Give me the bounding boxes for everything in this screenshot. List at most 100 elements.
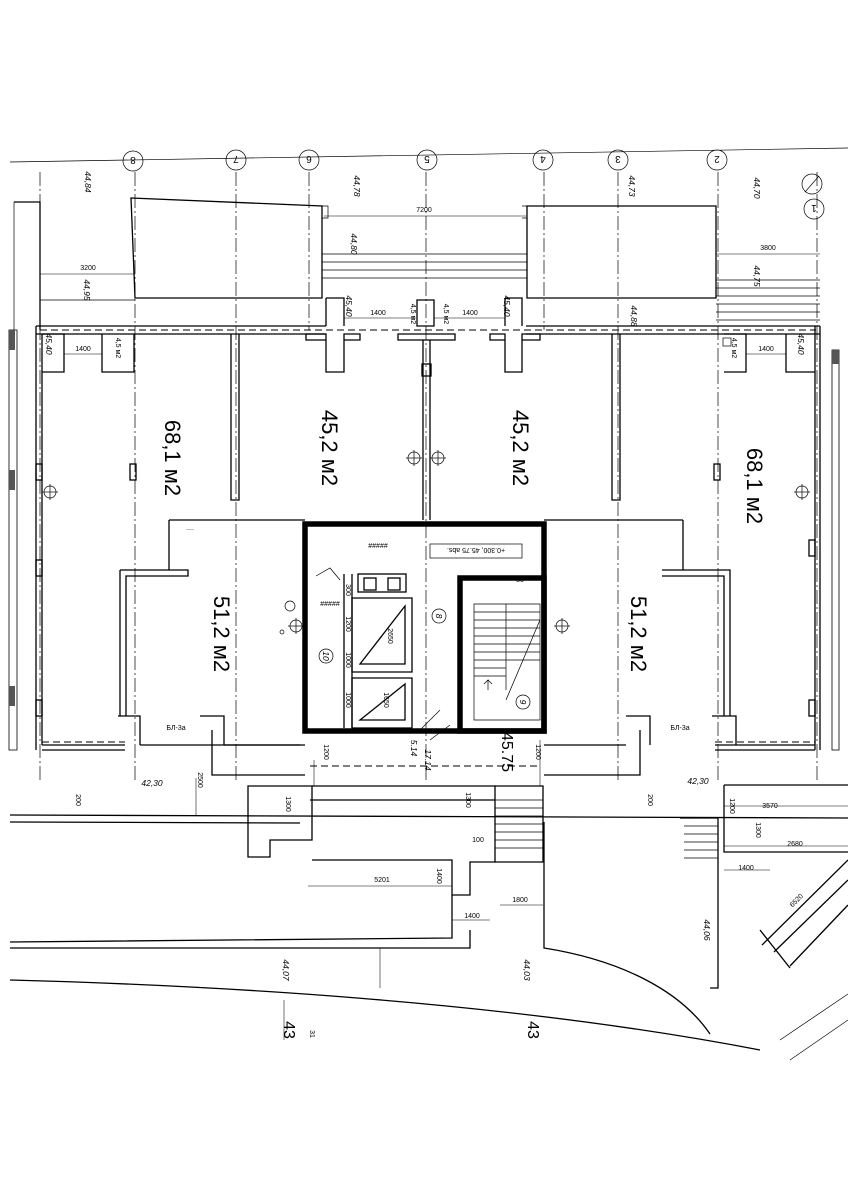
dim-text: 1650 [382, 692, 389, 708]
axis-label-8: 8 [130, 154, 136, 165]
columns [42, 297, 815, 520]
hatch-mark: ##### [368, 543, 388, 550]
area-label-apt-6: 51,2 м2 [626, 596, 651, 672]
level-mark: 44,07 [281, 959, 291, 981]
dim-text: 200 [74, 794, 81, 806]
room-number-9: 9 [518, 700, 528, 705]
dim-text: 80 [516, 577, 524, 584]
axis-bubble-1 [803, 198, 825, 220]
level-mark: 45,40 [344, 295, 354, 317]
area-mark-balcony: 4,5 м2 [114, 338, 121, 358]
section-marker [801, 173, 823, 195]
axis-bubble-6 [298, 149, 320, 171]
dim-text: 1200 [322, 744, 329, 760]
level-mark: 44,95 [82, 279, 92, 301]
dim-text: 1400 [738, 865, 754, 872]
area-label-apt-4: 68,1 м2 [742, 448, 767, 524]
block-mark: БЛ-3а [670, 725, 689, 732]
dim-text: 200 [646, 794, 653, 806]
dim-text: 1200 [534, 744, 541, 760]
level-mark: 44,78 [352, 175, 362, 197]
hatch-mark: .... [186, 525, 194, 532]
level-mark: 44,73 [627, 175, 637, 197]
dim-text: 1200 [344, 616, 351, 632]
dim-text: 1000 [344, 692, 351, 708]
level-mark: 42,30 [687, 776, 709, 786]
level-mark: 42,30 [141, 778, 163, 788]
area-mark-balcony: 4,5 м2 [730, 338, 737, 358]
dim-text: 3200 [80, 265, 96, 272]
level-mark: 17.14 [423, 749, 433, 771]
level-marks: 44,84 44,78 44,73 44,70 44,80 44,95 44,7… [44, 171, 806, 981]
axis-label-5: 5 [424, 153, 430, 164]
dim-text: 1000 [344, 652, 351, 668]
dim-text: 5201 [374, 877, 390, 884]
partitions [35, 463, 816, 776]
axis-label-6: 6 [306, 153, 312, 164]
dimension-text: 7200 3200 3800 1400 1400 1400 1400 5201 … [74, 207, 805, 920]
dim-text: 1400 [462, 310, 478, 317]
dim-text: 2650 [386, 628, 393, 644]
axis-bubble-3 [607, 149, 629, 171]
block-mark: БЛ-3а [166, 725, 185, 732]
dim-text: 1400 [435, 868, 442, 884]
level-mark: 45,40 [502, 295, 512, 317]
level-mark: 45,40 [796, 333, 806, 355]
annotations: 4,5 м2 4,5 м2 4,5 м2 4,5 м2 БЛ-3а БЛ-3а … [114, 304, 737, 1039]
room-number-10: 10 [321, 651, 331, 661]
level-mark: 44,84 [83, 171, 93, 193]
axis-bubble-5 [416, 149, 438, 171]
dim-text: 1400 [370, 310, 386, 317]
dim-text: 2680 [787, 841, 803, 848]
dim-text: 1400 [464, 913, 480, 920]
axis-label-2: 2 [714, 153, 720, 164]
area-label-apt-2: 45,2 м2 [317, 410, 342, 486]
dim-text: 1800 [512, 897, 528, 904]
level-mark: 5.14 [409, 740, 419, 757]
dim-text: 1300 [754, 822, 761, 838]
level-mark: 44,75 [752, 265, 762, 287]
dim-text: 300 [344, 584, 351, 596]
top-balconies [13, 197, 820, 330]
contour-mark-small: 31 [308, 1030, 315, 1038]
riser-symbols [42, 450, 810, 635]
dim-text: 7200 [416, 207, 432, 214]
axis-bubbles: 8 7 6 5 4 3 2 1 [122, 149, 825, 220]
room-numbers: 10 8 9 [318, 608, 531, 710]
contour-mark: 43 [524, 1021, 541, 1039]
floor-level-note: +0.300, 45.75 abs. [447, 546, 505, 553]
level-mark: 44,70 [752, 177, 762, 199]
axis-bubble-8 [122, 150, 144, 172]
area-label-apt-3: 45,2 м2 [508, 410, 533, 486]
site-elements [9, 784, 848, 1061]
area-label-apt-5: 51,2 м2 [209, 596, 234, 672]
dimension-lines [40, 215, 848, 1040]
dim-text: 1200 [728, 798, 735, 814]
central-core [302, 521, 547, 741]
dim-text: 6520 [789, 893, 805, 909]
axis-label-7: 7 [233, 153, 239, 164]
dim-text: 1300 [284, 796, 291, 812]
dim-text: 100 [472, 837, 484, 844]
axis-bubble-7 [225, 149, 247, 171]
level-mark: 45,40 [44, 333, 54, 355]
hatch-mark: ##### [320, 601, 340, 608]
axis-bubble-4 [532, 149, 554, 171]
dim-text: 2500 [196, 772, 203, 788]
level-mark: 44,06 [702, 919, 712, 941]
axis-label-4: 4 [540, 153, 546, 164]
area-labels: 68,1 м2 45,2 м2 45,2 м2 68,1 м2 51,2 м2 … [160, 410, 767, 672]
area-mark-balcony: 4,5 м2 [442, 304, 449, 324]
dim-text: 1400 [758, 346, 774, 353]
level-mark: 44,03 [522, 959, 532, 981]
axis-label-1: 1 [811, 202, 817, 213]
stair-shaft [457, 575, 547, 734]
dim-text: 3570 [762, 803, 778, 810]
axis-bubble-2 [706, 149, 728, 171]
level-mark: 44,88 [629, 305, 639, 327]
room-number-8: 8 [434, 614, 444, 619]
stair-flight [473, 603, 541, 721]
dim-text: 1300 [464, 792, 471, 808]
level-mark-floor: 45.75 [498, 732, 515, 772]
